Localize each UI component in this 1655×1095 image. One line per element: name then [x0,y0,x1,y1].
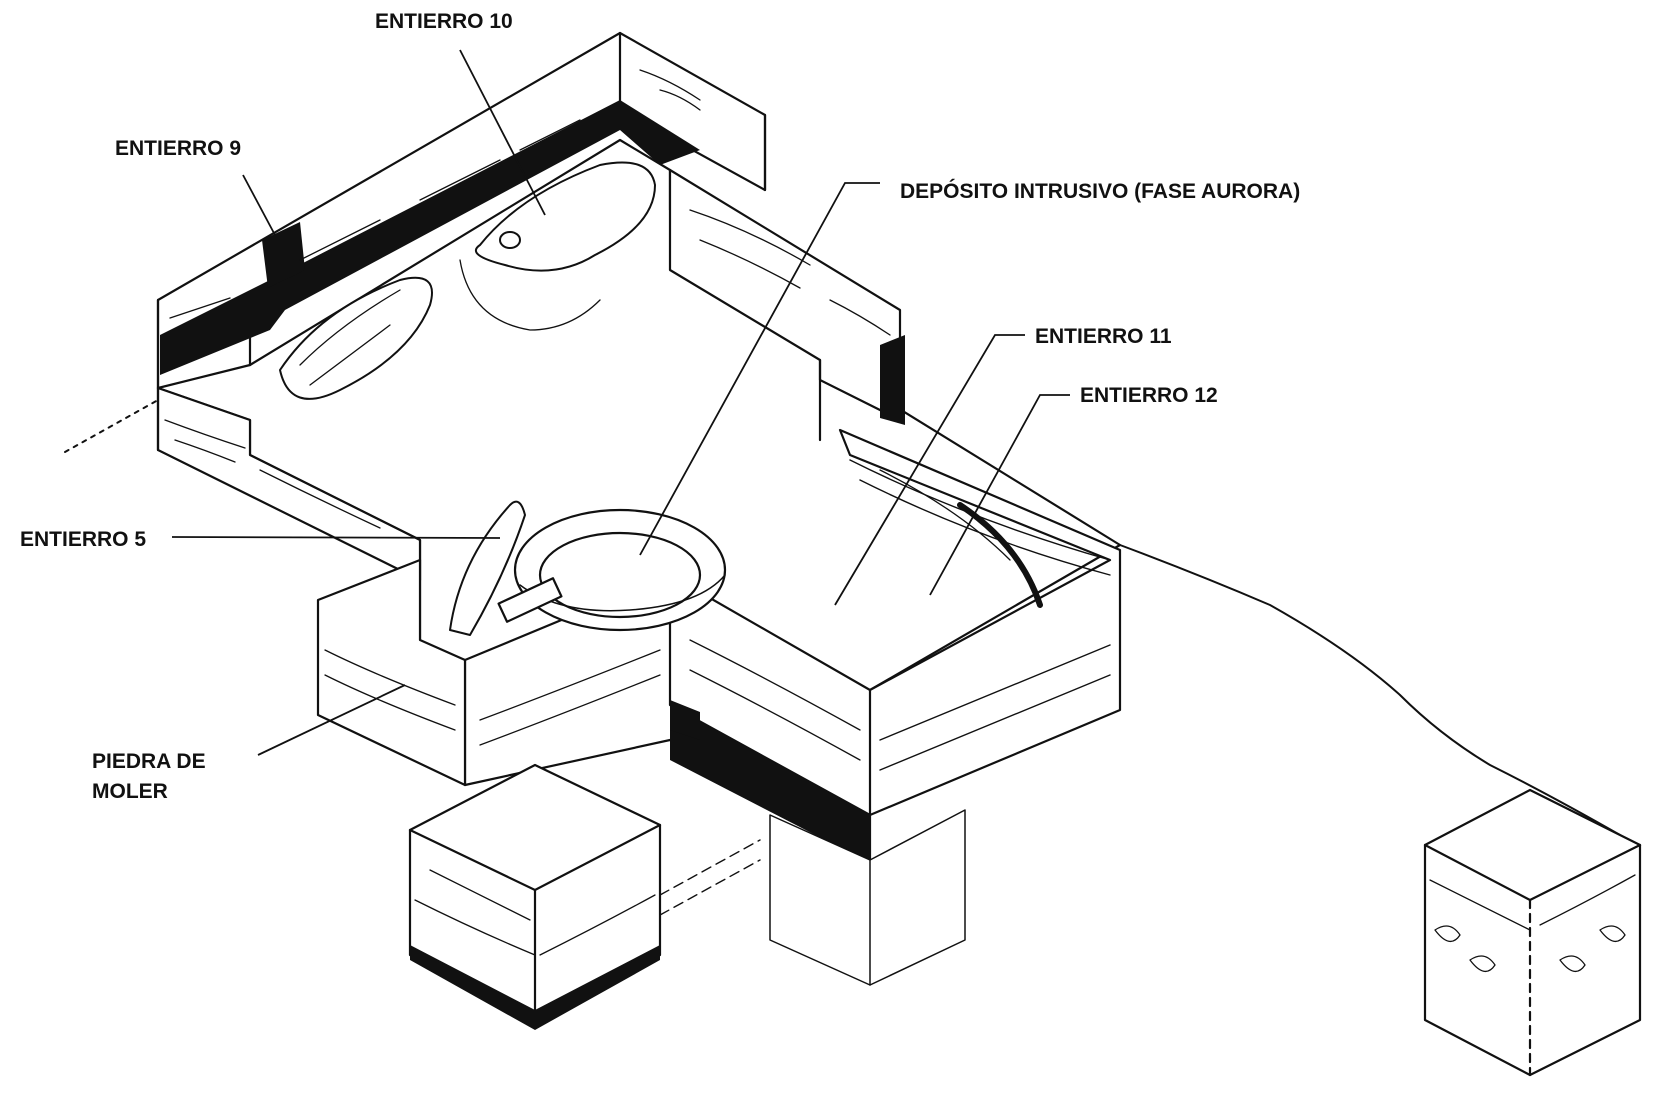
right-step-block [668,168,905,442]
label-entierro-12: ENTIERRO 12 [1080,384,1218,407]
label-entierro-9: ENTIERRO 9 [115,137,241,160]
label-piedra-de: PIEDRA DE [92,750,206,773]
leader-deposito [639,182,880,556]
test-column-center [769,809,966,986]
front-left-wall [316,558,467,787]
right-trench [838,428,1122,817]
leader-entierro-5 [171,536,501,539]
leader-lines [171,49,1070,756]
leader-entierro-12 [929,394,1070,596]
label-deposito-intrusivo: DEPÓSITO INTRUSIVO (FASE AURORA) [900,179,1300,203]
label-entierro-5: ENTIERRO 5 [20,528,146,551]
excavation-drawing [64,31,1642,1077]
labels: ENTIERRO 10 ENTIERRO 9 DEPÓSITO INTRUSIV… [20,10,1300,803]
intrusive-deposit-pit [497,508,727,632]
leader-piedra [257,684,406,756]
test-pit-right [1423,788,1642,1077]
leader-entierro-10 [459,49,546,216]
label-entierro-11: ENTIERRO 11 [1035,325,1172,348]
label-moler: MOLER [92,780,168,803]
burial-outlines [279,161,1011,636]
leader-entierro-11 [834,334,1025,606]
test-pit-left [408,763,761,1030]
surface-profile-line [1119,544,1621,836]
label-entierro-10: ENTIERRO 10 [375,10,513,33]
leader-entierro-9 [242,174,276,236]
back-wall [156,31,767,390]
front-central-wall [463,573,872,862]
surface-line-left [64,399,159,453]
